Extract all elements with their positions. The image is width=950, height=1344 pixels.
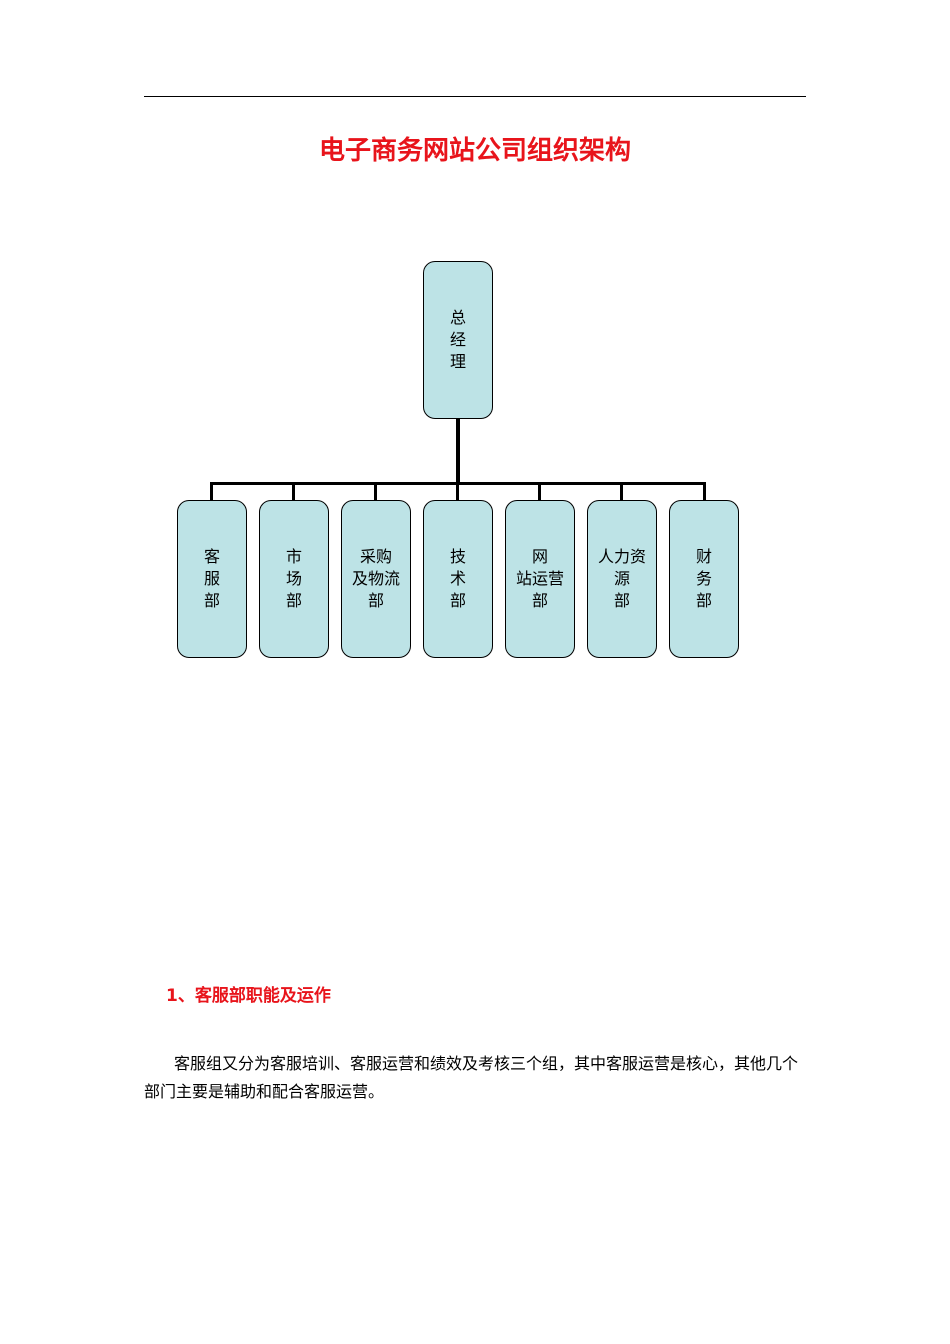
node-finance-label: 财 务 部 <box>695 547 712 610</box>
section-heading-customer-service: 1、客服部职能及运作 <box>166 986 331 1006</box>
node-human-resources-label: 人力资 源 部 <box>597 547 646 610</box>
node-technology: 技 术 部 <box>423 500 493 658</box>
document-title: 电子商务网站公司组织架构 <box>318 136 631 166</box>
connector-drop-3 <box>374 482 377 500</box>
node-finance: 财 务 部 <box>669 500 739 658</box>
node-marketing: 市 场 部 <box>259 500 329 658</box>
node-marketing-label: 市 场 部 <box>285 547 302 610</box>
node-customer-service: 客 服 部 <box>177 500 247 658</box>
connector-drop-2 <box>292 482 295 500</box>
connector-drop-6 <box>620 482 623 500</box>
connector-drop-7 <box>703 482 706 500</box>
node-purchasing-logistics: 采购 及物流 部 <box>341 500 411 658</box>
node-website-operations-label: 网 站运营 部 <box>515 547 564 610</box>
node-technology-label: 技 术 部 <box>449 547 466 610</box>
header-rule <box>144 96 806 97</box>
org-chart: 总 经 理 客 服 部 市 场 部 采购 及物流 部 技 术 部 网 站运营 部… <box>177 261 739 658</box>
node-human-resources: 人力资 源 部 <box>587 500 657 658</box>
connector-drop-1 <box>210 482 213 500</box>
connector-root-vertical <box>456 419 460 483</box>
connector-drop-4 <box>456 482 459 500</box>
connector-drop-5 <box>538 482 541 500</box>
section-paragraph: 客服组又分为客服培训、客服运营和绩效及考核三个组，其中客服运营是核心，其他几个部… <box>144 1054 799 1101</box>
node-customer-service-label: 客 服 部 <box>203 547 220 610</box>
node-general-manager: 总 经 理 <box>423 261 493 419</box>
node-general-manager-label: 总 经 理 <box>449 308 466 371</box>
node-website-operations: 网 站运营 部 <box>505 500 575 658</box>
node-purchasing-logistics-label: 采购 及物流 部 <box>351 547 400 610</box>
